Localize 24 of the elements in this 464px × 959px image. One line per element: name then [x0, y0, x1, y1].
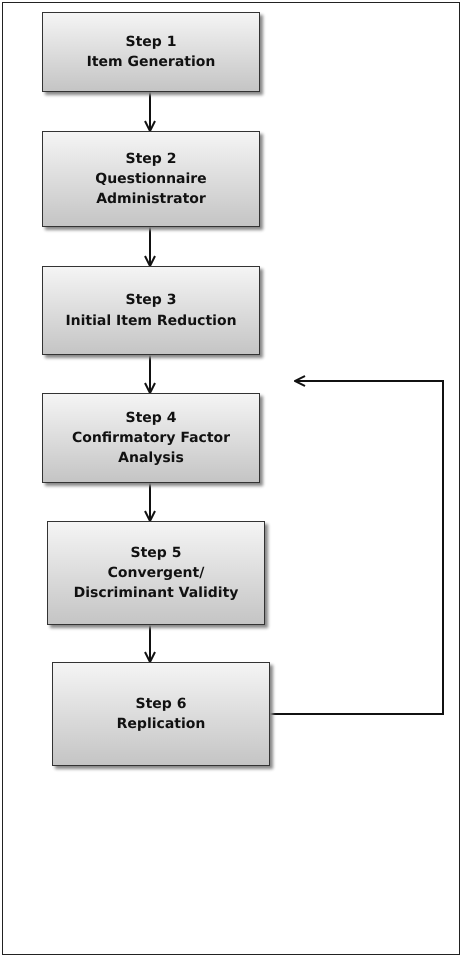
step-number: Step 2 [126, 150, 176, 169]
process-box [42, 266, 260, 355]
process-box [47, 521, 265, 625]
arrow [144, 227, 156, 267]
step-number: Step 1 [126, 32, 176, 52]
step-number: Step 5 [130, 544, 182, 563]
process-box [42, 131, 260, 227]
step-title: Questionnaire Administrator [94, 170, 208, 210]
arrow [144, 483, 156, 522]
step-title: Confirmatory Factor Analysis [70, 428, 232, 468]
step-title: Initial Item Reduction [65, 312, 237, 330]
step-title: Convergent/ Discriminant Validity [72, 564, 240, 604]
feedback-arrow [270, 375, 444, 715]
process-box [52, 662, 270, 766]
process-box [42, 393, 260, 483]
arrow [144, 625, 156, 663]
process-box [42, 12, 260, 92]
arrow [144, 92, 156, 132]
step-number: Step 3 [126, 291, 176, 310]
step-title: Replication [116, 715, 206, 734]
step-number: Step 6 [136, 694, 186, 714]
arrow [144, 355, 156, 394]
step-number: Step 4 [126, 408, 176, 428]
step-title: Item Generation [86, 53, 216, 72]
